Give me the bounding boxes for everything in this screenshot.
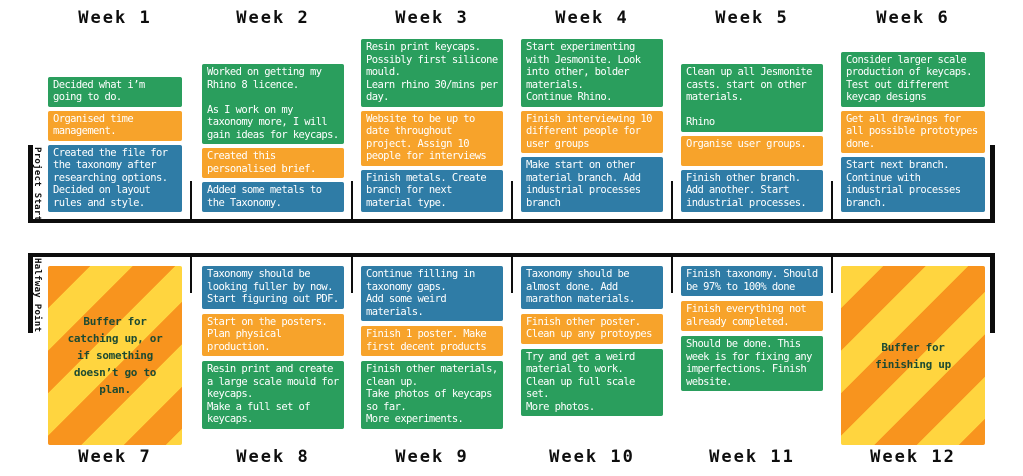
week-column: Buffer for finishing up	[841, 266, 985, 450]
week-column: Worked on getting my Rhino 8 licence. As…	[202, 36, 344, 212]
week-tick	[190, 181, 192, 219]
timeline-end-cap	[990, 253, 995, 333]
week-label: Week 7	[78, 447, 152, 467]
note-green: Resin print and create a large scale mou…	[202, 361, 344, 429]
timeline-end-cap	[990, 145, 995, 223]
timeline-end-cap	[28, 253, 33, 333]
note-blue: Taxonomy should be looking fuller by now…	[202, 266, 344, 309]
note-green: Start experimenting with Jesmonite. Look…	[521, 39, 663, 107]
note-orange: Organise user groups.	[681, 135, 823, 166]
week-label: Week 1	[78, 8, 152, 28]
week-label: Week 9	[395, 447, 469, 467]
note-orange: Created this personalised brief.	[202, 148, 344, 178]
timeline-bar-top	[28, 219, 994, 223]
week-tick	[831, 257, 833, 293]
week-label: Week 11	[709, 447, 795, 467]
week-column: Buffer for catching up, or if something …	[48, 266, 182, 450]
note-green: Try and get a weird material to work. Cl…	[521, 348, 663, 416]
week-column: Start experimenting with Jesmonite. Look…	[521, 36, 663, 212]
note-green: Resin print keycaps. Possibly first sili…	[361, 39, 503, 107]
week-column: Continue filling in taxonomy gaps. Add s…	[361, 266, 503, 450]
week-label: Week 2	[236, 8, 310, 28]
week-tick	[351, 257, 353, 293]
timeline-bar-bottom	[28, 253, 994, 257]
note-orange: Start on the posters. Plan physical prod…	[202, 313, 344, 356]
week-tick	[190, 257, 192, 293]
week-label: Week 10	[549, 447, 635, 467]
week-tick	[351, 181, 353, 219]
timeline-end-cap	[28, 145, 33, 223]
week-label: Week 6	[876, 8, 950, 28]
note-green: Decided what i’m going to do.	[48, 76, 182, 107]
note-blue: Start next branch. Continue with industr…	[841, 157, 985, 212]
week-column: Resin print keycaps. Possibly first sili…	[361, 36, 503, 212]
note-orange: Finish everything not already completed.	[681, 301, 823, 331]
note-blue: Make start on other material branch. Add…	[521, 157, 663, 212]
week-column: Finish taxonomy. Should be 97% to 100% d…	[681, 266, 823, 450]
note-orange: Finish interviewing 10 different people …	[521, 110, 663, 153]
note-green: Consider larger scale production of keyc…	[841, 51, 985, 107]
note-green: Finish other materials, clean up. Take p…	[361, 361, 503, 429]
note-orange: Finish other poster. Clean up any protoy…	[521, 313, 663, 344]
note-orange: Website to be up to date throughout proj…	[361, 110, 503, 166]
week-column: Consider larger scale production of keyc…	[841, 36, 985, 212]
project-start-label: Project Start	[32, 147, 42, 222]
note-blue: Created the file for the taxonomy after …	[48, 144, 182, 212]
week-tick	[511, 257, 513, 293]
note-green: Clean up all Jesmonite casts. start on o…	[681, 64, 823, 132]
week-column: Taxonomy should be looking fuller by now…	[202, 266, 344, 450]
note-orange: Finish 1 poster. Make first decent produ…	[361, 326, 503, 356]
week-label: Week 8	[236, 447, 310, 467]
week-tick	[671, 257, 673, 293]
week-column: Taxonomy should be almost done. Add mara…	[521, 266, 663, 450]
note-blue: Added some metals to the Taxonomy.	[202, 182, 344, 212]
week-tick	[671, 181, 673, 219]
buffer-note: Buffer for catching up, or if something …	[48, 266, 182, 445]
week-column: Decided what i’m going to do.Organised t…	[48, 36, 182, 212]
note-blue: Taxonomy should be almost done. Add mara…	[521, 266, 663, 309]
note-orange: Get all drawings for all possible protot…	[841, 110, 985, 153]
note-blue: Finish other branch. Add another. Start …	[681, 169, 823, 212]
week-label: Week 3	[395, 8, 469, 28]
note-green: Should be done. This week is for fixing …	[681, 336, 823, 391]
note-blue: Finish taxonomy. Should be 97% to 100% d…	[681, 266, 823, 296]
halfway-point-label: Halfway Point	[32, 258, 42, 333]
week-label: Week 4	[555, 8, 629, 28]
buffer-note: Buffer for finishing up	[841, 266, 985, 445]
note-orange: Organised time management.	[48, 110, 182, 141]
week-label: Week 5	[715, 8, 789, 28]
week-tick	[511, 181, 513, 219]
week-label: Week 12	[870, 447, 956, 467]
week-column: Clean up all Jesmonite casts. start on o…	[681, 36, 823, 212]
note-blue: Continue filling in taxonomy gaps. Add s…	[361, 266, 503, 321]
note-blue: Finish metals. Create branch for next ma…	[361, 169, 503, 212]
note-green: Worked on getting my Rhino 8 licence. As…	[202, 64, 344, 144]
week-tick	[831, 181, 833, 219]
